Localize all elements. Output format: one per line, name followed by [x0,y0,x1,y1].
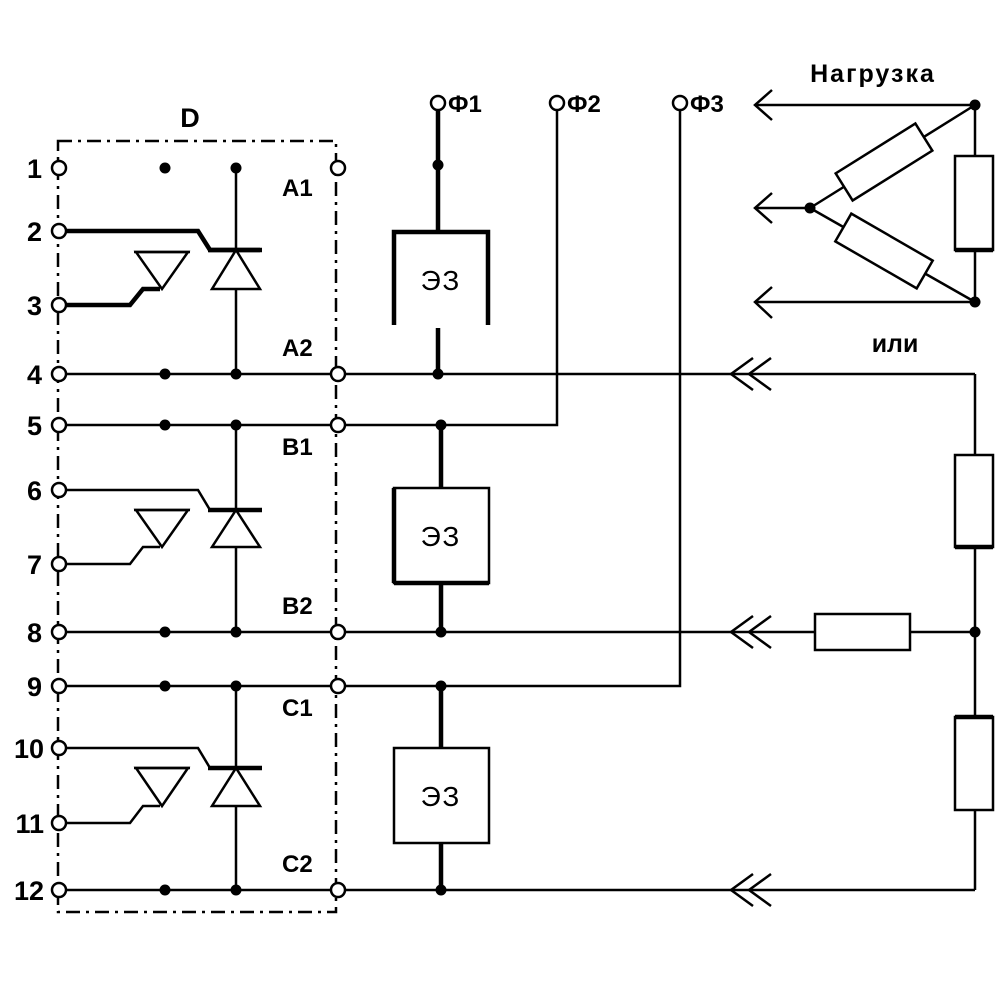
delta-load [753,89,995,319]
protection-label: ЭЗ [421,265,462,296]
load-resistor-delta-right [953,154,995,252]
module-label: D [180,103,200,133]
terminal-label-b2: B2 [282,593,313,620]
or-label: или [872,330,919,358]
phase-label-3: Ф3 [690,91,724,118]
protection-label: ЭЗ [421,521,462,552]
thyristor-c [208,765,263,808]
terminal-label-c1: C1 [282,695,313,722]
module-wiring [66,168,330,892]
pin-label: 12 [14,876,44,906]
optocoupler-led-c [133,766,191,809]
protection-element-middle [391,486,491,586]
external-junctions [432,159,981,896]
pin-label: 9 [27,672,42,702]
phase-terminals [429,94,689,112]
pin-labels: 1 2 3 4 5 6 7 8 9 10 11 12 [14,154,44,906]
optocoupler-led-b [133,508,191,550]
external-wiring [346,110,977,892]
pin-label: 11 [15,809,44,839]
load-resistor-delta-lower [833,211,935,291]
protection-label: ЭЗ [421,781,462,812]
thyristor-a [208,247,263,291]
pin-label: 5 [27,411,42,441]
terminal-label-b1: B1 [282,434,313,461]
pin-label: 3 [27,291,42,321]
protection-labels: ЭЗ ЭЗ ЭЗ [421,265,462,812]
optocoupler-led-a [133,250,191,292]
terminal-label-a2: A2 [282,335,313,362]
terminal-label-a1: A1 [282,175,313,202]
terminal-labels: A1 A2 B1 B2 C1 C2 [282,175,313,878]
pin-label: 7 [27,550,42,580]
connector-b2 [728,614,772,650]
thyristor-b [208,507,263,549]
connector-c2 [728,872,772,908]
load-resistor-star-middle [813,612,912,652]
module-outline [56,139,338,914]
phase-labels: Ф1 Ф2 Ф3 [448,91,724,118]
pin-label: 1 [27,154,42,184]
connector-a2 [728,356,772,392]
module-output-terminals [329,159,347,899]
load-resistor-star-bottom [953,715,995,812]
load-resistor-delta-upper [833,121,935,203]
terminal-label-c2: C2 [282,851,313,878]
pin-label: 4 [27,360,42,390]
phase-label-1: Ф1 [448,91,482,118]
load-title: Нагрузка [810,60,936,88]
load-resistor-star-top [953,453,995,549]
protection-element-top [391,229,491,325]
protection-element-bottom [392,746,491,845]
phase-label-2: Ф2 [567,91,601,118]
pin-label: 8 [27,618,42,648]
pin-label: 6 [27,476,42,506]
pin-label: 2 [27,217,42,247]
module-pin-terminals [50,159,68,899]
module-junctions [159,162,242,896]
pin-label: 10 [14,734,44,764]
